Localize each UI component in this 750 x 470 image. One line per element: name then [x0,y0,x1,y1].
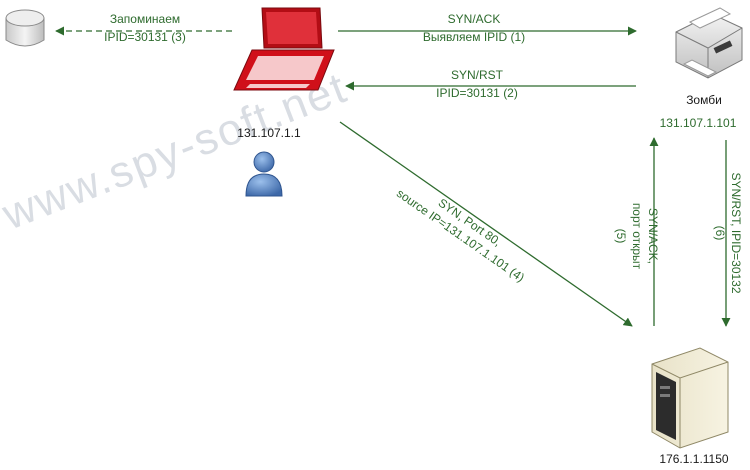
label-target-synack: SYN/ACK, порт открыт (5) [614,203,660,270]
svg-text:(5): (5) [614,229,628,244]
zombie-ip: 131.107.1.101 [660,116,737,130]
laptop-icon [233,7,335,91]
svg-text:Выявляем IPID (1): Выявляем IPID (1) [423,30,525,44]
label-zombie-rst: SYN/RST, IPID=30132 (6) [713,172,743,293]
svg-text:SYN/ACK,: SYN/ACK, [646,208,660,264]
svg-text:SYN/ACK: SYN/ACK [448,12,501,26]
label-spoofed-syn: SYN, Port 80, source IP=131.107.1.101 (4… [394,186,527,285]
arrow-spoofed-syn [339,121,633,327]
user-icon [245,151,283,197]
svg-text:source IP=131.107.1.101 (4): source IP=131.107.1.101 (4) [394,186,527,285]
database-icon [5,9,45,47]
server-icon [651,347,729,449]
svg-text:SYN/RST, IPID=30132: SYN/RST, IPID=30132 [729,172,743,293]
svg-text:Запоминаем: Запоминаем [110,12,180,26]
zombie-title: Зомби [686,93,722,107]
svg-text:порт открыт: порт открыт [630,203,644,270]
label-synack-detect: SYN/ACK Выявляем IPID (1) [423,12,525,44]
printer-icon [675,7,743,79]
svg-text:IPID=30131 (3): IPID=30131 (3) [104,30,186,44]
label-synrst: SYN/RST IPID=30131 (2) [436,68,518,100]
svg-text:SYN/RST: SYN/RST [451,68,504,82]
svg-text:IPID=30131 (2): IPID=30131 (2) [436,86,518,100]
target-ip: 176.1.1.1150 [659,452,729,466]
label-store-ipid: Запоминаем IPID=30131 (3) [104,12,186,44]
svg-text:(6): (6) [713,226,727,241]
attacker-ip: 131.107.1.1 [237,126,301,140]
